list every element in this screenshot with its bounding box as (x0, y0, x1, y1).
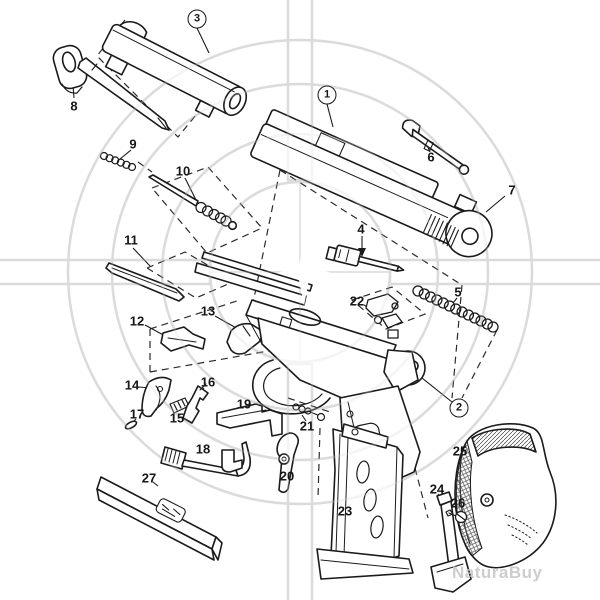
part-label-7: 7 (508, 182, 516, 198)
starburst-flare (277, 242, 331, 306)
part-5-recoil-spring (412, 285, 499, 333)
part-23-magazine (316, 423, 414, 580)
part-label-8: 8 (70, 98, 78, 114)
part-14-trigger (141, 376, 172, 418)
part-label-5: 5 (454, 284, 462, 300)
part-label-13: 13 (200, 303, 216, 319)
part-label-21: 21 (299, 418, 315, 434)
part-8-guide-rod (52, 44, 170, 131)
part-12-lever-plate (160, 326, 206, 352)
part-22-sear-assembly (365, 293, 403, 339)
part-label-20: 20 (279, 468, 295, 484)
part-19-ejector-bracket (216, 403, 283, 473)
part-11-flat-bar (105, 262, 185, 302)
naturabuy-watermark-text: NaturaBuy (452, 563, 543, 582)
part-label-22: 22 (349, 293, 365, 309)
part-25-grip (454, 423, 557, 569)
part-label-26: 26 (450, 495, 466, 511)
part-16-disconnector (182, 383, 209, 424)
part-label-2: 2 (449, 398, 469, 418)
part-label-3: 3 (187, 9, 207, 29)
part-label-12: 12 (129, 313, 145, 329)
part-label-10: 10 (175, 163, 191, 179)
part-label-23: 23 (337, 503, 353, 519)
part-10-pin-spring (148, 174, 238, 231)
part-27-floorplate (96, 476, 223, 561)
part-6-lever (401, 119, 470, 175)
part-9-spring (99, 151, 137, 172)
part-label-16: 16 (200, 374, 216, 390)
part-26-grip-screw (445, 509, 468, 524)
part-4-firing-pin (325, 244, 405, 272)
part-label-24: 24 (429, 481, 445, 497)
part-24-catch-rod (430, 491, 472, 593)
part-27-stamp (155, 498, 186, 523)
assembly-dashed-lines (96, 19, 498, 519)
part-label-27: 27 (141, 470, 157, 486)
part-label-6: 6 (427, 149, 435, 165)
part-label-19: 19 (236, 396, 252, 412)
part-label-17: 17 (129, 406, 145, 422)
part-label-25: 25 (452, 443, 468, 459)
part-label-18: 18 (195, 441, 211, 457)
part-label-11: 11 (124, 232, 138, 248)
part-3-barrel (101, 20, 248, 118)
part-1-slide (250, 109, 493, 258)
part-label-1: 1 (317, 85, 337, 105)
part-label-15: 15 (169, 410, 185, 426)
part-label-14: 14 (124, 377, 140, 393)
part-label-9: 9 (129, 136, 137, 152)
part-label-4: 4 (357, 221, 365, 237)
